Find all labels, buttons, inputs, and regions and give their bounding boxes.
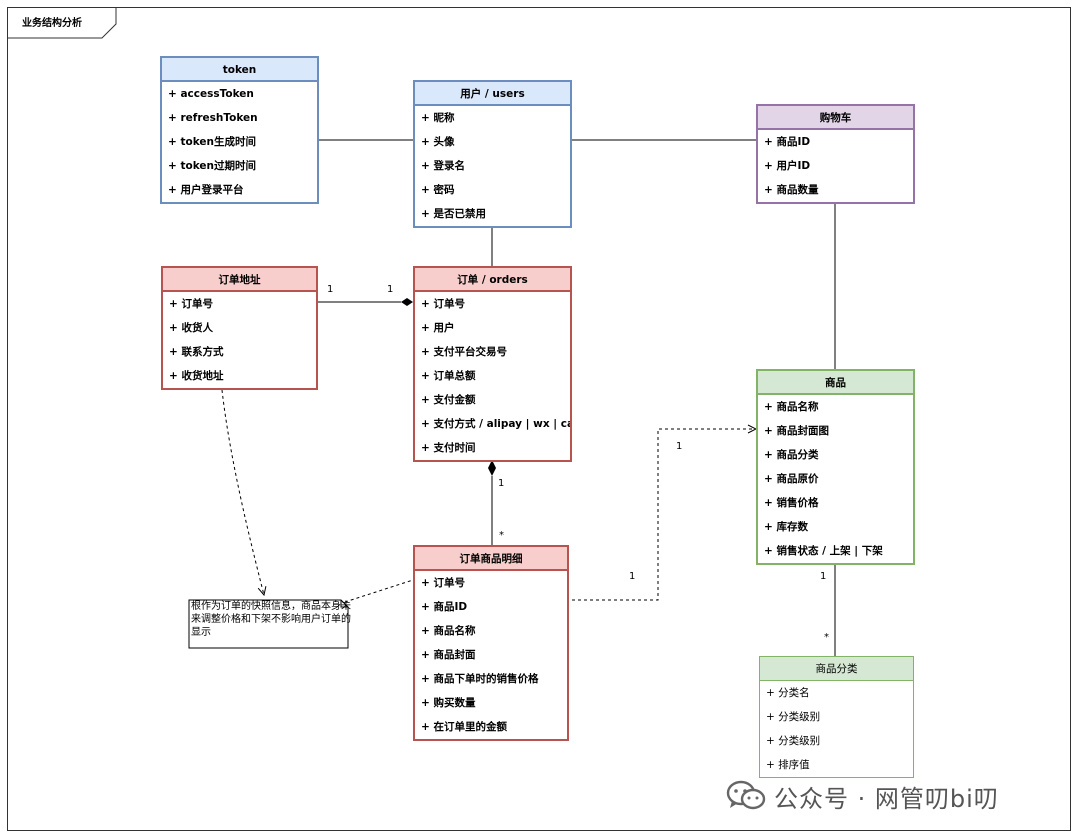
link-note-items (344, 579, 414, 603)
entity-title: 商品 (758, 371, 913, 395)
entity-users[interactable]: 用户 / users 昵称头像登录名密码是否已禁用 (413, 80, 572, 228)
multiplicity-label: 1 (676, 441, 683, 452)
entity-field: 商品封面图 (758, 419, 913, 443)
entity-field: 商品名称 (758, 395, 913, 419)
entity-field: 商品名称 (415, 619, 567, 643)
entity-field: 头像 (415, 130, 570, 154)
watermark: 公众号 · 网管叨bi叨 (726, 778, 999, 814)
note-shape (188, 599, 349, 649)
entity-field: 支付时间 (415, 436, 570, 460)
entity-field: 用户ID (758, 154, 913, 178)
entity-field: 收货人 (163, 316, 316, 340)
multiplicity-label: * (824, 632, 829, 643)
entity-order-items[interactable]: 订单商品明细 订单号商品ID商品名称商品封面商品下单时的销售价格购买数量在订单里… (413, 545, 569, 741)
link-items-product (572, 429, 756, 601)
entity-field: 商品ID (758, 130, 913, 154)
entity-title: 订单地址 (163, 268, 316, 292)
multiplicity-label: 1 (820, 571, 827, 582)
entity-field: 登录名 (415, 154, 570, 178)
entity-field: 用户登录平台 (162, 178, 317, 202)
multiplicity-label: 1 (327, 284, 334, 295)
entity-field: 分类级别 (760, 729, 913, 753)
entity-field: 商品下单时的销售价格 (415, 667, 567, 691)
entity-cart[interactable]: 购物车 商品ID用户ID商品数量 (756, 104, 915, 204)
note-fold (340, 600, 348, 608)
composition-diamond-items (488, 460, 496, 476)
entity-field: 订单号 (415, 292, 570, 316)
entity-field: refreshToken (162, 106, 317, 130)
multiplicity-label: 1 (387, 284, 394, 295)
wechat-icon (726, 780, 766, 810)
entity-field: 联系方式 (163, 340, 316, 364)
entity-field: 排序值 (760, 753, 913, 777)
entity-field: 支付平台交易号 (415, 340, 570, 364)
entity-title: 订单 / orders (415, 268, 570, 292)
entity-field: 购买数量 (415, 691, 567, 715)
watermark-text: 公众号 · 网管叨bi叨 (774, 784, 999, 813)
entity-product[interactable]: 商品 商品名称商品封面图商品分类商品原价销售价格库存数销售状态 / 上架 | 下… (756, 369, 915, 565)
entity-field: 订单号 (163, 292, 316, 316)
entity-token[interactable]: token accessTokenrefreshTokentoken生成时间to… (160, 56, 319, 204)
frame-title: 业务结构分析 (22, 18, 82, 29)
entity-field: 订单号 (415, 571, 567, 595)
entity-field: 商品分类 (758, 443, 913, 467)
entity-field: 商品原价 (758, 467, 913, 491)
entity-field: 销售价格 (758, 491, 913, 515)
entity-field: 在订单里的金额 (415, 715, 567, 739)
multiplicity-label: 1 (629, 571, 636, 582)
multiplicity-label: 1 (498, 478, 505, 489)
entity-field: token生成时间 (162, 130, 317, 154)
entity-orders[interactable]: 订单 / orders 订单号用户支付平台交易号订单总额支付金额支付方式 / a… (413, 266, 572, 462)
entity-field: 用户 (415, 316, 570, 340)
frame-title-tab (7, 7, 117, 39)
entity-field: 是否已禁用 (415, 202, 570, 226)
entity-field: 分类级别 (760, 705, 913, 729)
entity-field: 密码 (415, 178, 570, 202)
composition-diamond-address (401, 298, 413, 306)
entity-order-address[interactable]: 订单地址 订单号收货人联系方式收货地址 (161, 266, 318, 390)
entity-category[interactable]: 商品分类 分类名分类级别分类级别排序值 (759, 656, 914, 778)
entity-title: 订单商品明细 (415, 547, 567, 571)
entity-title: 购物车 (758, 106, 913, 130)
entity-field: accessToken (162, 82, 317, 106)
entity-field: 库存数 (758, 515, 913, 539)
entity-field: 支付方式 / alipay | wx | card (415, 412, 570, 436)
entity-field: 商品ID (415, 595, 567, 619)
entity-field: 收货地址 (163, 364, 316, 388)
entity-field: 商品封面 (415, 643, 567, 667)
entity-title: token (162, 58, 317, 82)
entity-field: 订单总额 (415, 364, 570, 388)
entity-field: 昵称 (415, 106, 570, 130)
diagram-frame (7, 7, 1071, 831)
link-address-note (221, 389, 264, 595)
multiplicity-label: * (499, 530, 504, 541)
entity-field: token过期时间 (162, 154, 317, 178)
note-text: 根作为订单的快照信息，商品本身未来调整价格和下架不影响用户订单的显示 (191, 601, 351, 638)
entity-field: 商品数量 (758, 178, 913, 202)
entity-field: 销售状态 / 上架 | 下架 (758, 539, 913, 563)
entity-title: 商品分类 (760, 657, 913, 681)
entity-title: 用户 / users (415, 82, 570, 106)
entity-field: 分类名 (760, 681, 913, 705)
entity-field: 支付金额 (415, 388, 570, 412)
